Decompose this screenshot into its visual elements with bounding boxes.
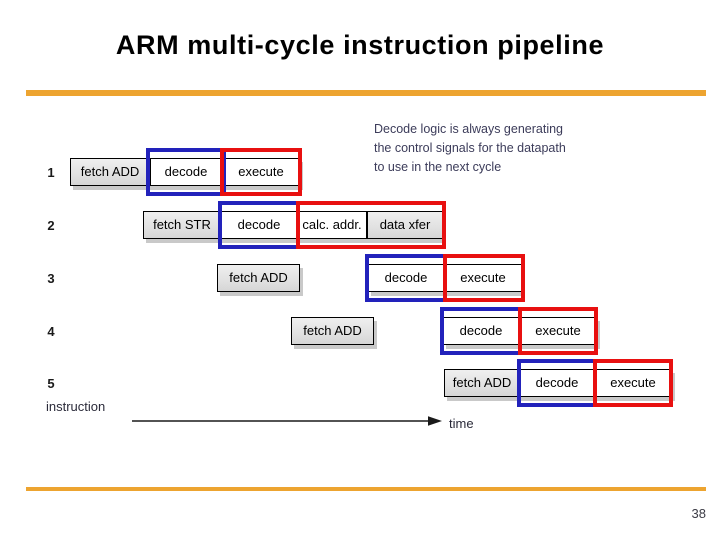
pipeline-stage: fetch ADD bbox=[291, 317, 374, 345]
row-number-1: 1 bbox=[47, 165, 55, 180]
axis-label-time: time bbox=[449, 416, 474, 431]
row-number-2: 2 bbox=[47, 218, 55, 233]
pipeline-stage: data xfer bbox=[367, 211, 443, 239]
header-divider bbox=[26, 90, 706, 96]
pipeline-stage: decode bbox=[368, 264, 444, 292]
row-number-3: 3 bbox=[47, 271, 55, 286]
pipeline-stage: execute bbox=[444, 264, 522, 292]
pipeline-stage: fetch STR bbox=[143, 211, 221, 239]
pipeline-stage: calc. addr. bbox=[297, 211, 367, 239]
footer-divider bbox=[26, 487, 706, 491]
annotation-line-3: to use in the next cycle bbox=[374, 160, 502, 174]
pipeline-stage: execute bbox=[222, 158, 300, 186]
pipeline-stage: fetch ADD bbox=[444, 369, 520, 397]
pipeline-stage: execute bbox=[519, 317, 597, 345]
pipeline-stage: decode bbox=[150, 158, 222, 186]
row-number-5: 5 bbox=[47, 376, 55, 391]
page-title: ARM multi-cycle instruction pipeline bbox=[115, 30, 605, 60]
pipeline-stage: decode bbox=[221, 211, 297, 239]
pipeline-stage: fetch ADD bbox=[70, 158, 150, 186]
pipeline-stage: decode bbox=[443, 317, 519, 345]
annotation-line-1: Decode logic is always generating bbox=[374, 122, 563, 136]
pipeline-stage: decode bbox=[520, 369, 594, 397]
right-arrow-icon bbox=[132, 414, 442, 428]
row-number-4: 4 bbox=[47, 324, 55, 339]
pipeline-stage: fetch ADD bbox=[217, 264, 300, 292]
axis-label-instruction: instruction bbox=[46, 399, 106, 414]
annotation-note: Decode logic is always generating the co… bbox=[374, 120, 630, 177]
page-number: 38 bbox=[691, 506, 706, 521]
pipeline-stage: execute bbox=[594, 369, 672, 397]
annotation-line-2: the control signals for the datapath bbox=[374, 141, 566, 155]
